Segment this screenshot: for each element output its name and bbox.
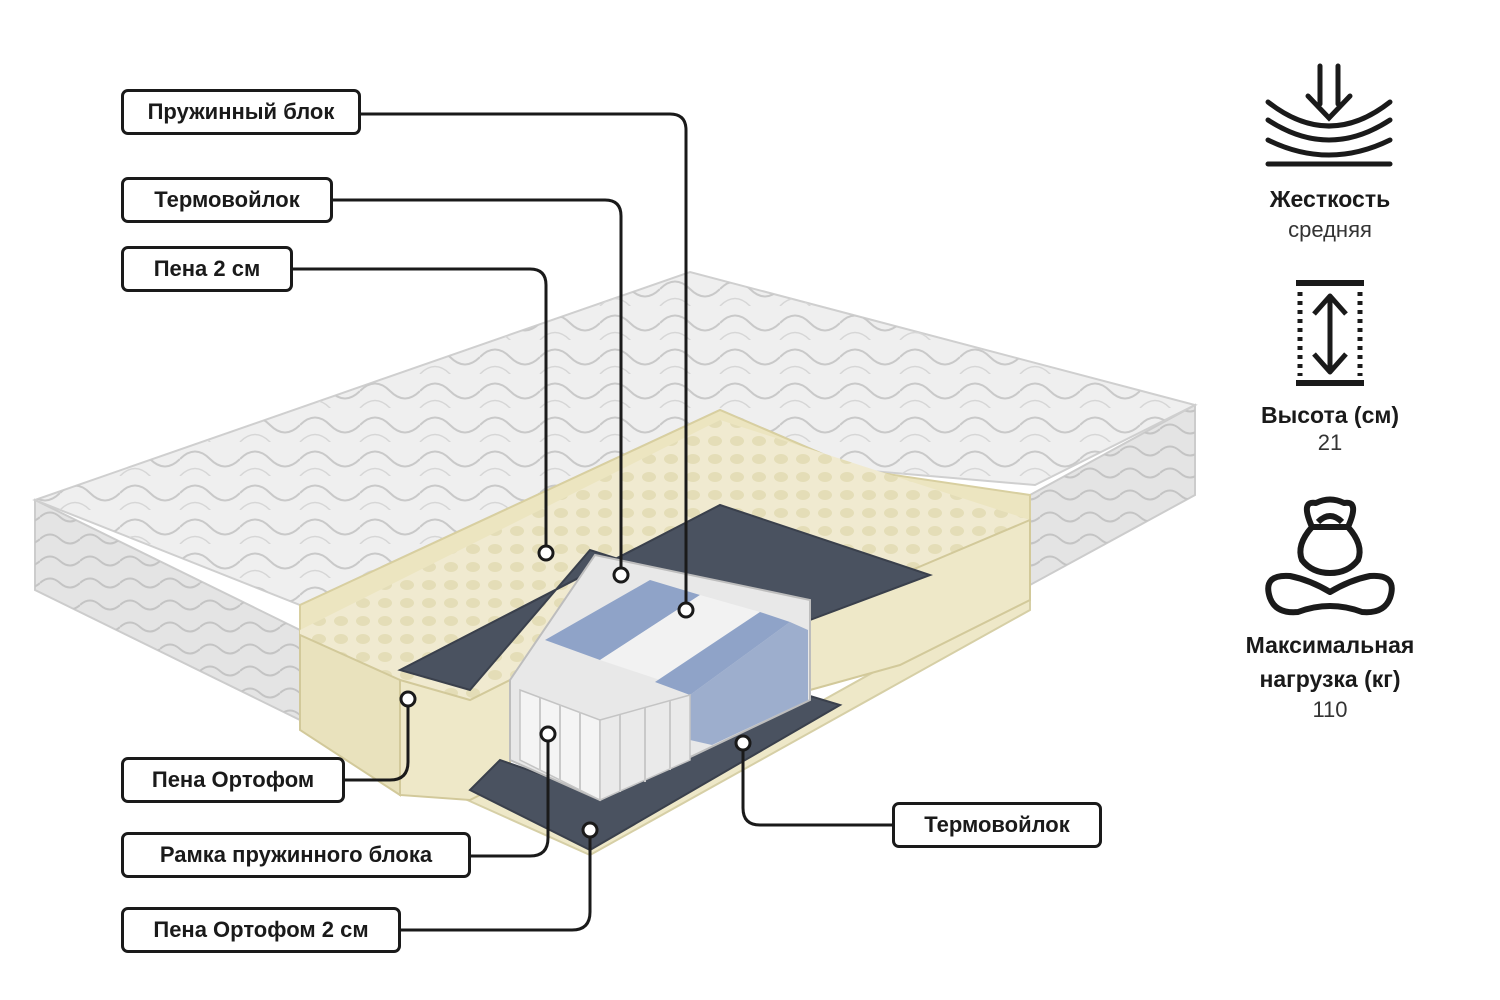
callout-ortofom-2cm: Пена Ортофом 2 см [121, 907, 401, 953]
leader-spring-frame [470, 734, 550, 858]
load-value: 110 [1312, 697, 1348, 722]
dot-ortofom [399, 690, 417, 708]
dot-thermofelt-bottom [734, 734, 752, 752]
callout-foam-2cm: Пена 2 см [121, 246, 293, 292]
leader-ortofom-2cm [400, 830, 592, 932]
load-title-line1: Максимальная [1245, 632, 1415, 658]
dot-spring-block [677, 601, 695, 619]
dot-spring-frame [539, 725, 557, 743]
spec-firmness: Жесткость средняя [1220, 182, 1440, 244]
spring-block [509, 553, 811, 802]
spec-load: Максимальная нагрузка (кг) 110 [1200, 628, 1460, 724]
callout-spring-frame: Рамка пружинного блока [121, 832, 471, 878]
dot-foam-2cm [537, 544, 555, 562]
spec-height: Высота (см) 21 [1220, 398, 1440, 454]
firmness-title: Жесткость [1269, 186, 1391, 212]
height-title: Высота (см) [1260, 402, 1400, 428]
dot-ortofom-2cm [581, 821, 599, 839]
callout-thermofelt-top: Термовойлок [121, 177, 333, 223]
height-value: 21 [1317, 430, 1343, 455]
load-title-line2: нагрузка (кг) [1259, 666, 1401, 692]
leader-foam-2cm [292, 267, 548, 553]
callout-ortofom: Пена Ортофом [121, 757, 345, 803]
leader-thermofelt-top [332, 198, 623, 575]
leader-spring-block [360, 112, 688, 610]
firmness-value: средняя [1288, 217, 1372, 242]
firmness-icon [1265, 63, 1393, 167]
leader-thermofelt-bottom [741, 743, 893, 827]
kettlebell-icon [1265, 496, 1395, 616]
dot-thermofelt-top [612, 566, 630, 584]
leader-ortofom [344, 699, 410, 782]
leader-lines [292, 112, 893, 932]
height-icon [1296, 280, 1364, 386]
mattress-illustration [32, 270, 1198, 857]
callout-thermofelt-bottom: Термовойлок [892, 802, 1102, 848]
leader-dots [399, 544, 752, 839]
callout-spring-block: Пружинный блок [121, 89, 361, 135]
